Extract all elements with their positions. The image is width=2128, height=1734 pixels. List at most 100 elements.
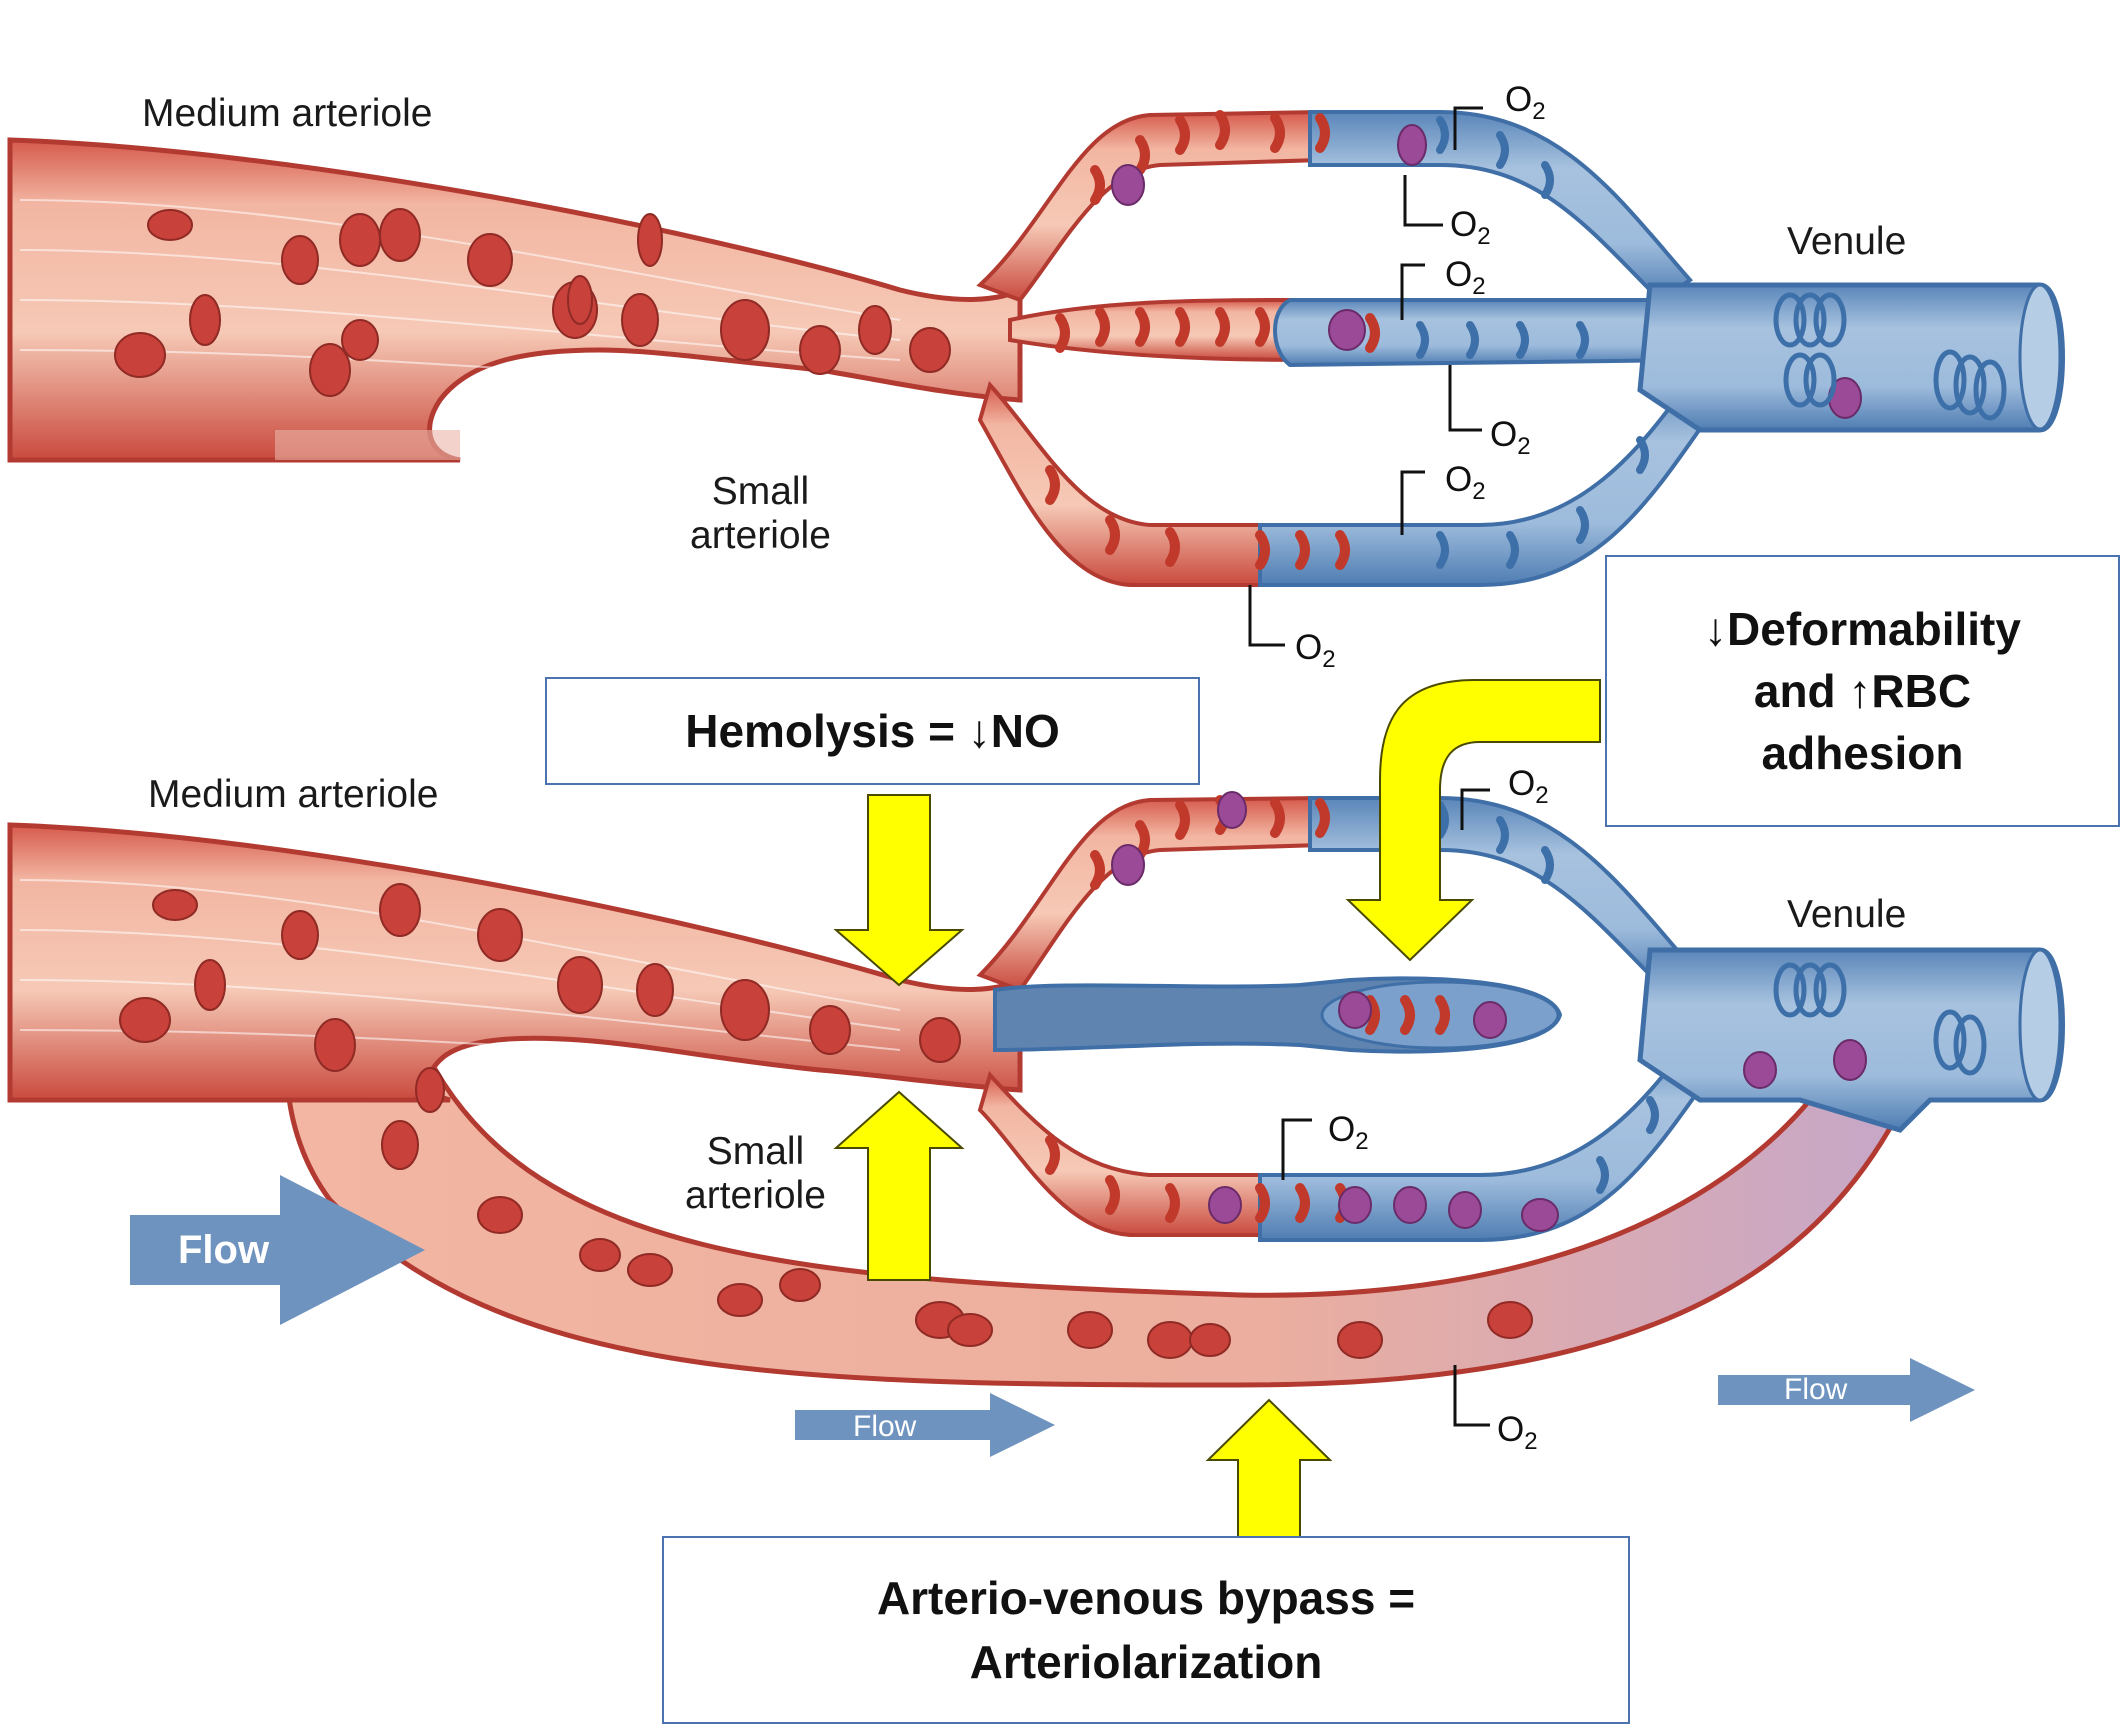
o2-label: O2 xyxy=(1445,460,1486,505)
rbc-icon xyxy=(119,997,171,1043)
rbc-icon xyxy=(1337,1321,1383,1359)
upper-capillary-arterial xyxy=(976,109,1322,303)
rbc-icon xyxy=(627,1253,673,1287)
rbc-icon xyxy=(379,208,421,262)
sickle-cell-icon xyxy=(1743,1051,1777,1089)
rbc-icon xyxy=(309,343,351,397)
sickle-cell-icon xyxy=(1473,1001,1507,1039)
lower-capillary-arterial xyxy=(977,380,1272,587)
rbc-icon xyxy=(477,1196,523,1234)
rbc-icon xyxy=(467,233,513,287)
o2-label: O2 xyxy=(1445,255,1486,300)
rbc-icon xyxy=(809,1005,851,1055)
o2-arrows-top xyxy=(1248,106,1483,647)
rbc-icon xyxy=(717,1283,763,1317)
o2-label: O2 xyxy=(1497,1410,1538,1455)
rbc-icon xyxy=(281,235,319,285)
rbc-icon xyxy=(909,327,951,373)
rbc-icon xyxy=(477,908,523,962)
venule-end-bottom xyxy=(2018,948,2062,1102)
o2-label: O2 xyxy=(1450,205,1491,250)
yellow-arrow-icon xyxy=(833,1090,965,1281)
venule-label-top: Venule xyxy=(1787,220,1907,263)
sickle-cell-icon xyxy=(1521,1198,1559,1232)
yellow-arrow-icon xyxy=(1205,1398,1333,1541)
sickle-cells-top xyxy=(1111,124,1862,419)
flow-label-right: Flow xyxy=(1784,1373,1848,1406)
o2-release-arrow-icon xyxy=(1400,263,1425,320)
o2-release-arrow-icon xyxy=(1460,788,1490,830)
rbc-group-bottom xyxy=(119,883,1533,1359)
o2-label: O2 xyxy=(1505,80,1546,125)
sickle-cell-icon xyxy=(1338,1186,1372,1224)
o2-release-arrow-icon xyxy=(1248,585,1285,647)
sickle-cell-icon xyxy=(1393,1186,1427,1224)
rbc-icon xyxy=(381,1120,419,1170)
rbc-icon xyxy=(567,275,593,325)
sickle-cell-icon xyxy=(1328,309,1366,351)
sickle-cells-bottom xyxy=(1111,791,1867,1232)
o2-arrows-bottom xyxy=(1281,788,1490,1427)
rbc-crescents-top xyxy=(1045,110,1380,570)
rbc-icon xyxy=(152,889,198,921)
rbc-icon xyxy=(379,883,421,937)
rbc-group-top xyxy=(114,208,951,397)
o2-release-arrow-icon xyxy=(1403,175,1443,227)
sickle-cell-icon xyxy=(1111,164,1145,206)
flow-label-large: Flow xyxy=(178,1228,270,1272)
sickle-cell-icon xyxy=(1338,991,1372,1029)
top-panel xyxy=(7,106,2065,647)
o2-release-arrow-icon xyxy=(1453,106,1483,150)
vessel-fibres xyxy=(19,199,901,381)
rbc-icon xyxy=(147,209,193,241)
rbc-icon xyxy=(189,294,221,346)
rbc-icon xyxy=(636,963,674,1017)
venule-cells-bottom xyxy=(1773,962,1987,1076)
rbc-icon xyxy=(637,213,663,267)
bypass-callout: Arterio-venous bypass = Arteriolarizatio… xyxy=(662,1536,1630,1724)
sickle-cell-icon xyxy=(1217,791,1247,829)
rbc-icon xyxy=(720,979,770,1041)
rbc-icon xyxy=(621,293,659,347)
medium-arteriole-vessel xyxy=(7,137,1023,463)
deformability-callout: ↓Deformability and ↑RBC adhesion xyxy=(1605,555,2120,827)
rbc-icon xyxy=(341,319,379,361)
o2-label: O2 xyxy=(1295,628,1336,673)
hemolysis-text: Hemolysis = ↓NO xyxy=(685,705,1060,757)
rbc-icon xyxy=(114,332,166,378)
venule-end xyxy=(2018,283,2062,431)
vessel-fibres-bottom xyxy=(19,879,901,1051)
flow-arrow-icon xyxy=(130,1175,425,1325)
venous-crescents-top xyxy=(1416,116,1649,569)
rbc-icon xyxy=(799,325,841,375)
venous-crescents-bottom xyxy=(1436,801,1659,1194)
rbc-icon xyxy=(281,910,319,960)
flow-arrow-icon xyxy=(795,1393,1055,1457)
rbc-icon xyxy=(720,299,770,361)
sickle-cell-icon xyxy=(1833,1039,1867,1081)
rbc-icon xyxy=(1147,1321,1193,1359)
rbc-icon xyxy=(415,1067,445,1113)
rbc-icon xyxy=(1189,1323,1231,1357)
rbc-icon xyxy=(919,1017,961,1063)
sickle-cell-icon xyxy=(1448,1191,1482,1229)
o2-release-arrow-icon xyxy=(1281,1118,1312,1180)
small-arteriole-label-bottom: Small arteriole xyxy=(685,1130,826,1217)
medium-arteriole-label-top: Medium arteriole xyxy=(142,92,433,135)
o2-label: O2 xyxy=(1508,764,1549,809)
flow-label-left: Flow xyxy=(853,1410,917,1443)
o2-release-arrow-icon xyxy=(1453,1365,1490,1427)
bypass-text: Arterio-venous bypass = Arteriolarizatio… xyxy=(876,1571,1416,1688)
rbc-icon xyxy=(1487,1301,1533,1339)
rbc-icon xyxy=(579,1238,621,1272)
venule-cells-top xyxy=(1773,292,2007,421)
sickle-cell-icon xyxy=(1208,1186,1242,1224)
o2-label: O2 xyxy=(1490,415,1531,460)
yellow-arrow-icon xyxy=(1345,679,1601,962)
rbc-icon xyxy=(314,1018,356,1072)
sickle-cell-icon xyxy=(1397,124,1427,166)
rbc-icon xyxy=(339,213,381,267)
deformability-text: ↓Deformability and ↑RBC adhesion xyxy=(1704,602,2021,780)
rbc-icon xyxy=(194,959,226,1011)
